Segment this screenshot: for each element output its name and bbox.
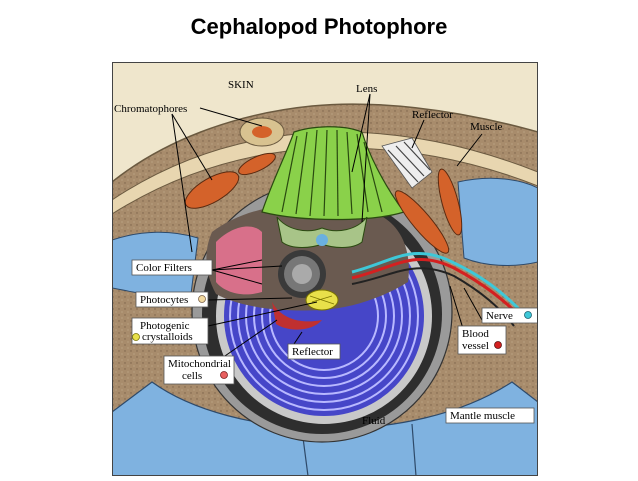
fluid-chamber-right [457,177,538,266]
mito-dot [220,371,228,379]
label-photogenic-1: Photogenic [140,320,190,332]
crystalloids-dot [132,333,140,341]
label-blood-2: vessel [462,340,489,352]
reflector-top [381,137,433,189]
photophore-diagram: SKIN Chromatophores Lens Reflector Muscl… [112,62,538,481]
label-mitochondrial-2: cells [182,370,202,382]
lens [261,126,405,221]
label-photogenic-2: crystalloids [142,331,193,343]
blood-vessel [351,258,526,322]
label-reflector-bottom: Reflector [292,346,333,358]
label-nerve: Nerve [486,310,513,322]
photocytes-dot [198,295,206,303]
blood-dot [494,341,502,349]
muscle-strands [394,168,463,254]
label-mitochondrial-1: Mitochondrial [168,358,231,370]
page-title: Cephalopod Photophore [190,14,448,39]
label-mantle-muscle: Mantle muscle [450,410,515,422]
label-muscle: Muscle [470,121,503,133]
label-blood-1: Blood [462,328,489,340]
skin-layer [112,62,538,182]
diagram-frame [112,62,538,476]
label-reflector-top: Reflector [412,109,453,121]
label-fluid: Fluid [362,415,386,427]
label-color-filters: Color Filters [136,262,192,274]
label-lens: Lens [356,83,377,95]
label-chromatophores: Chromatophores [114,103,187,115]
nerve-dot [524,311,532,319]
lens-striations [281,129,383,217]
label-photocytes: Photocytes [140,294,188,306]
nerve [351,252,524,314]
leader-lines [171,93,483,359]
label-skin: SKIN [228,79,254,91]
photogenic-crystalloids [305,289,339,311]
mitochondrial-cells [272,302,322,330]
photophore-illustration: SKIN Chromatophores Lens Reflector Muscl… [112,62,538,476]
lens-base [276,216,368,248]
chromatophores [184,117,285,209]
color-filter-region [216,226,262,295]
